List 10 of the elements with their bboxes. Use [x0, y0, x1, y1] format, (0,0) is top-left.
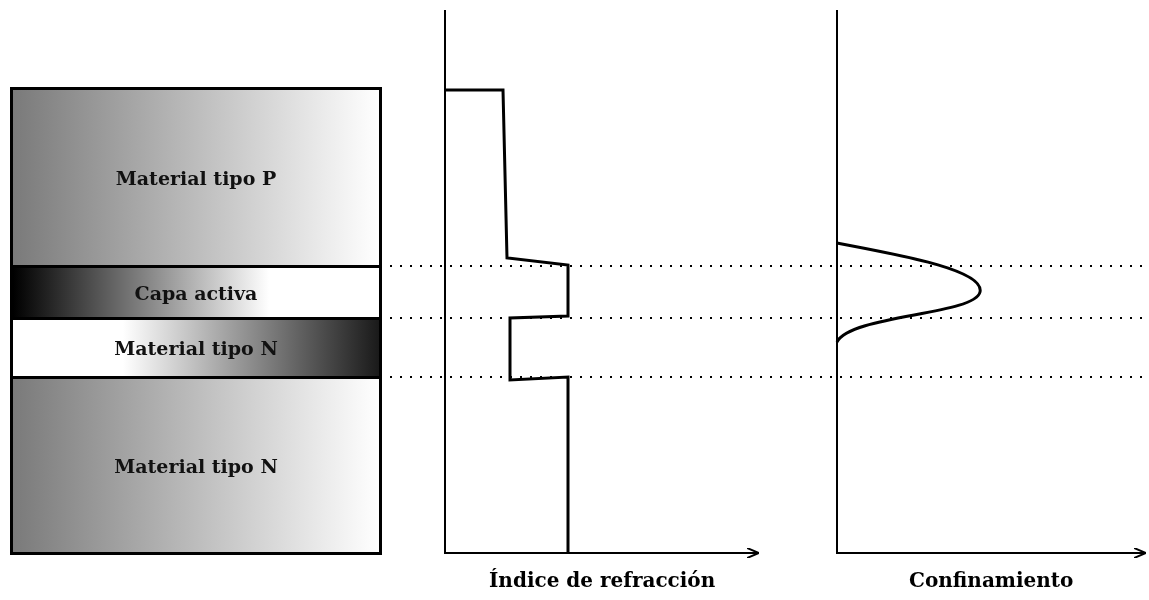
layer-band: [10, 317, 382, 379]
layer-label: Material tipo P: [115, 166, 277, 189]
layer-band: [10, 265, 382, 320]
layer-label: Material tipo N: [114, 454, 278, 477]
axis-title: Confinamiento: [909, 568, 1074, 592]
layer-band: [10, 376, 382, 555]
layer-label: Capa activa: [134, 281, 258, 304]
layer-label: Material tipo N: [114, 337, 278, 359]
layer-band: [10, 87, 382, 268]
axis-title: Índice de refracción: [489, 568, 716, 592]
